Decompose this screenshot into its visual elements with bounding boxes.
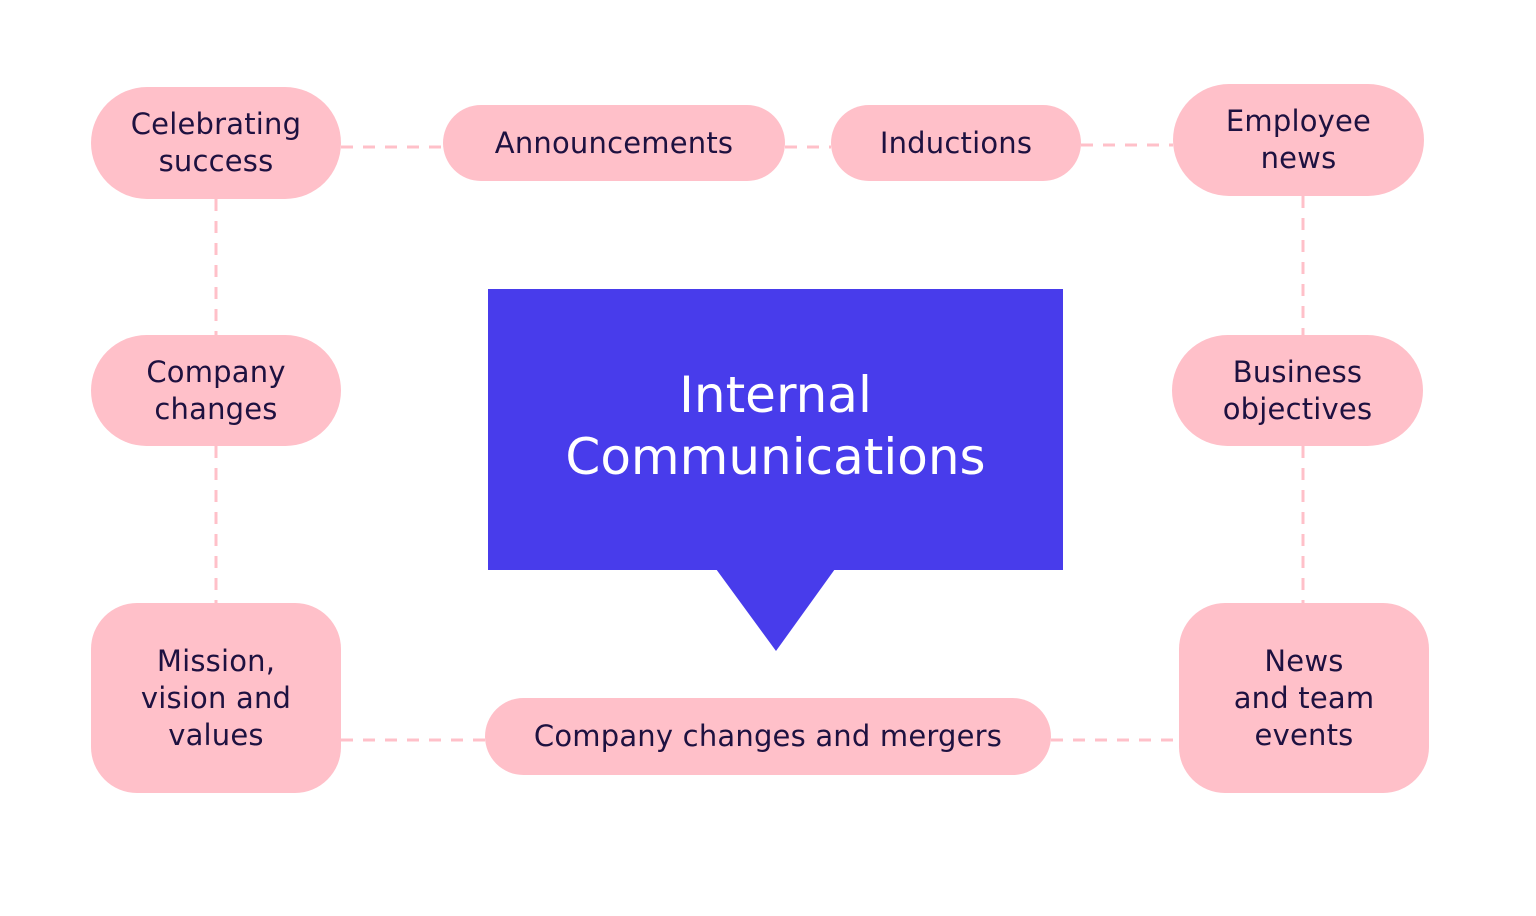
node-company-changes: Company changes: [91, 335, 341, 446]
node-mission-vision-values: Mission, vision and values: [91, 603, 341, 793]
node-business-objectives: Business objectives: [1172, 335, 1423, 446]
center-title-box: Internal Communications: [488, 289, 1063, 570]
node-announcements: Announcements: [443, 105, 785, 181]
node-inductions: Inductions: [831, 105, 1081, 181]
node-celebrating-success: Celebrating success: [91, 87, 341, 199]
node-company-changes-mergers: Company changes and mergers: [485, 698, 1051, 775]
node-news-team-events: News and team events: [1179, 603, 1429, 793]
node-employee-news: Employee news: [1173, 84, 1424, 196]
